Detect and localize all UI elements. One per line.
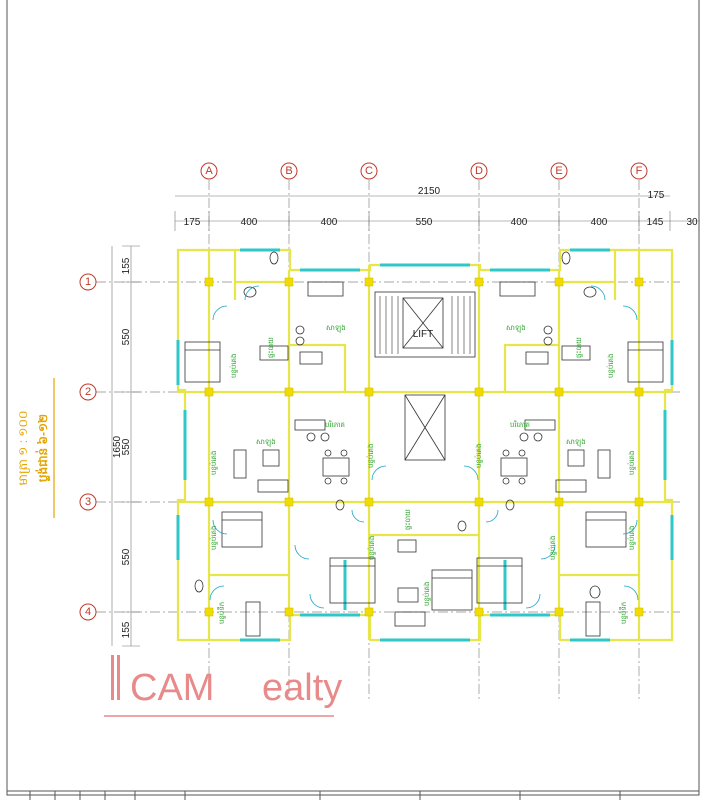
dim-top-3: 400 [321,217,338,228]
axis-label-a: A [205,165,213,177]
dim-left-4: 550 [121,548,132,565]
beds [184,341,664,611]
axis-label-2: 2 [85,386,91,398]
column-axis-markers: A B C D E F [200,162,648,180]
room-label-bedroom-9: បន្ទប់គេង [627,451,636,475]
title-block-strip [29,791,621,800]
building-walls [176,248,674,642]
room-label-kitchen-2: ផ្ទះបាយ [575,337,583,358]
lift-shaft [402,297,444,349]
dim-top-4: 550 [416,217,433,228]
row-axis-markers: 1 2 3 4 [79,273,97,621]
dim-top-6: 400 [591,217,608,228]
axis-label-c: C [365,165,373,177]
door-swings [209,285,639,609]
top-dimensions: 2150 175 175 400 400 550 400 400 145 30 [174,186,700,231]
room-label-bedroom-1: បន្ទប់គេង [229,354,238,378]
window-glazing [176,248,674,642]
drawing-title-text: ប្លង់ជាន់ ៦-១២ [35,414,51,482]
stair-core: LIFT [374,291,476,358]
dim-left-1: 155 [121,257,132,274]
dim-top-5: 400 [511,217,528,228]
watermark-logo: CAM ealty [104,655,342,717]
room-label-dining-2: បរិភោគ [510,420,530,429]
dim-top-7: 145 [647,217,664,228]
kitchen-counters [259,345,591,553]
dim-overall-top: 2150 [418,186,441,197]
room-label-bedroom-11: បន្ទប់គេង [474,444,483,468]
axis-label-4: 4 [85,606,91,618]
room-label-dining-1: បរិភោគ [325,420,345,429]
axis-label-3: 3 [85,496,91,508]
axis-label-e: E [555,165,562,177]
room-label-bedroom-10: បន្ទប់គេង [366,444,375,468]
room-label-living-4: សាឡុង [566,438,586,448]
drawing-title: ប្លង់ជាន់ ៦-១២ មាត្រា ១ : ១០០ [16,378,55,518]
dim-left-3: 550 [121,438,132,455]
room-label-bedroom-2: បន្ទប់គេង [606,354,615,378]
axis-label-f: F [636,165,643,177]
watermark-brand-right: ealty [262,667,342,709]
room-label-living-1: សាឡុង [326,324,346,334]
drawing-frame [6,0,700,796]
room-label-toilet-2: បន្ទប់ទឹក [619,602,628,624]
axis-label-d: D [475,165,483,177]
central-shaft [404,394,446,461]
dim-top-2: 400 [241,217,258,228]
drawing-scale-text: មាត្រា ១ : ១០០ [16,411,30,486]
room-label-kitchen-3: ផ្ទះបាយ [404,509,412,530]
axis-label-1: 1 [85,276,91,288]
room-labels: សាឡុង សាឡុង សាឡុង សាឡុង បរិភោគ បរិភោគ ផ្… [209,324,636,624]
dim-left-5: 155 [121,621,132,638]
room-label-kitchen-1: ផ្ទះបាយ [267,337,275,358]
dining-furniture [295,325,553,485]
room-label-bedroom-3: បន្ទប់គេង [209,526,218,550]
structural-columns [204,277,644,617]
room-label-bedroom-7: បន្ទប់គេង [422,582,431,606]
sanitary-fixtures [194,251,601,637]
room-label-bedroom-4: បន្ទប់គេង [627,526,636,550]
dim-left-overall: 1650 [112,435,123,458]
room-label-bedroom-8: បន្ទប់គេង [209,451,218,475]
left-dimensions: 155 550 550 550 155 1650 [111,245,140,647]
lift-label: LIFT [413,329,434,340]
room-label-living-3: សាឡុង [256,438,276,448]
dim-left-2: 550 [121,328,132,345]
dim-top-1: 175 [184,217,201,228]
living-furniture [233,281,611,627]
room-label-toilet-1: បន្ទប់ទឹក [217,602,226,624]
room-label-living-2: សាឡុង [506,324,526,334]
axis-label-b: B [285,165,292,177]
room-label-bedroom-5: បន្ទប់គេង [367,536,376,560]
room-label-bedroom-6: បន្ទប់គេង [548,536,557,560]
watermark-brand-left: CAM [130,667,214,709]
dim-overall-right: 175 [648,190,665,201]
dim-top-8: 30 [686,217,698,228]
